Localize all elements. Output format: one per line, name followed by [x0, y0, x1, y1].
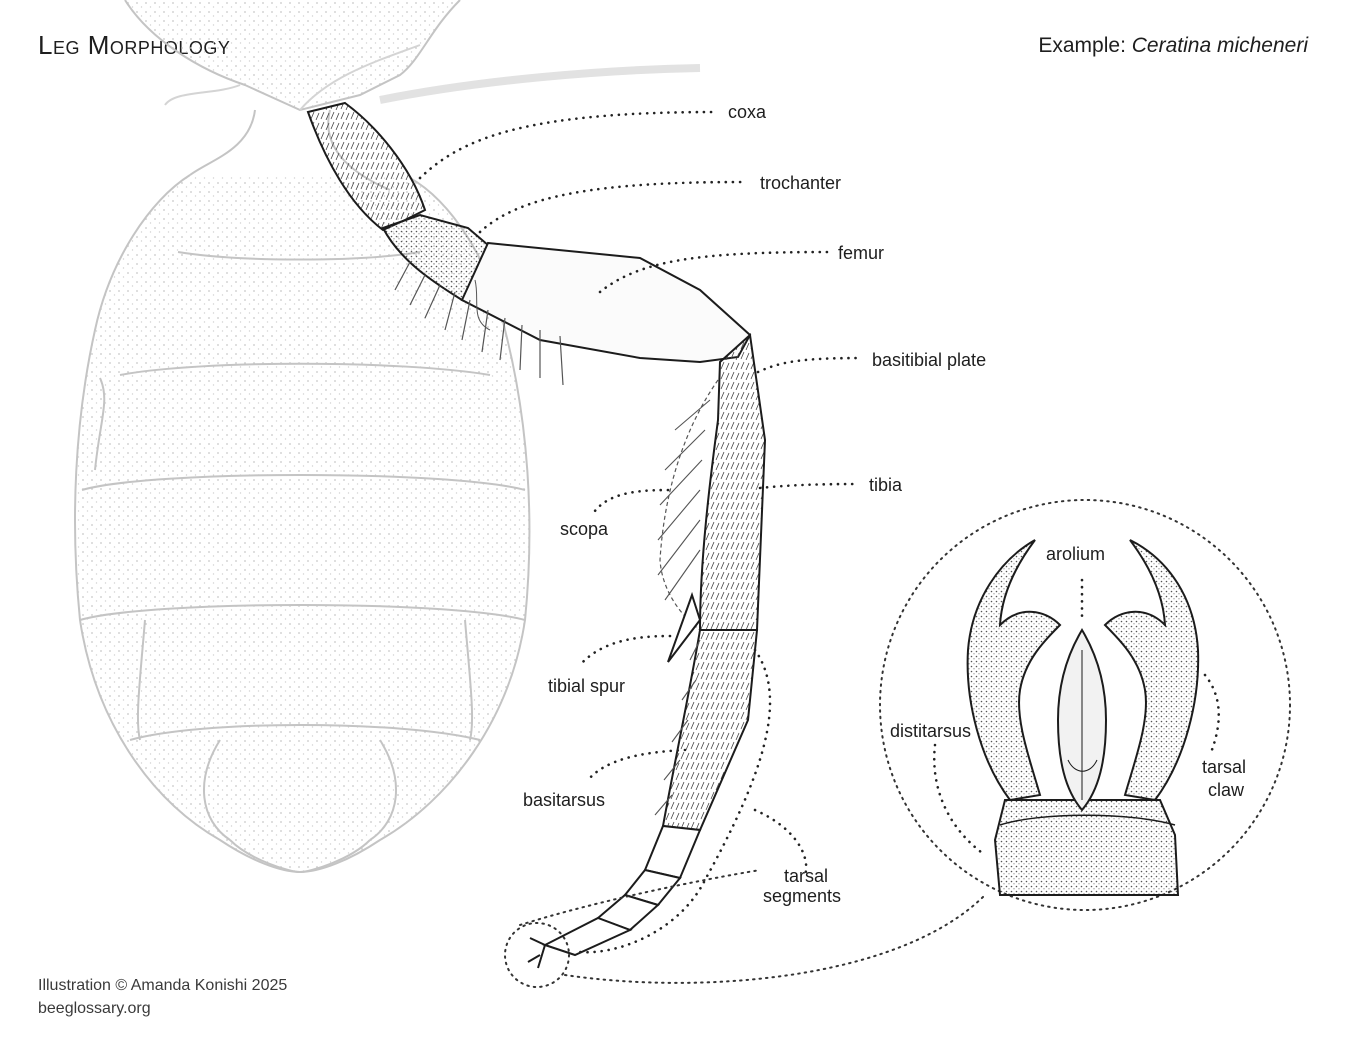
species-example: Example: Ceratina micheneri	[1038, 34, 1308, 58]
large-zoom-circle	[879, 499, 1291, 911]
label-tibia: tibia	[869, 475, 903, 495]
label-scopa: scopa	[560, 519, 609, 539]
site-link[interactable]: beeglossary.org	[38, 1000, 151, 1017]
small-zoom-circle	[504, 922, 570, 988]
label-basitibial-plate: basitibial plate	[872, 350, 986, 370]
tarsomere-2	[643, 824, 702, 880]
bee-body-outline	[74, 0, 701, 874]
label-tarsal-claw-line2: claw	[1208, 780, 1245, 800]
label-trochanter: trochanter	[760, 173, 841, 193]
label-coxa: coxa	[728, 102, 767, 122]
tibial-spur-shape	[667, 591, 702, 663]
label-arolium: arolium	[1046, 544, 1105, 564]
label-femur: femur	[838, 243, 884, 263]
coxa-segment	[306, 101, 427, 232]
hind-leg	[306, 101, 767, 969]
leader-lines	[418, 110, 1221, 954]
zoom-callout	[504, 499, 1291, 988]
label-distitarsus: distitarsus	[890, 721, 971, 741]
credit-line: Illustration © Amanda Konishi 2025	[38, 977, 288, 994]
femur-segment	[460, 241, 752, 364]
claw-small	[527, 937, 546, 969]
example-species: Ceratina micheneri	[1131, 34, 1308, 57]
label-basitarsus: basitarsus	[523, 790, 605, 810]
label-tibial-spur: tibial spur	[548, 676, 625, 696]
label-tarsal-segments-line1: tarsal	[784, 866, 828, 886]
example-prefix: Example:	[1038, 34, 1126, 57]
distitarsus-small	[542, 916, 633, 957]
label-tarsal-claw-line1: tarsal	[1202, 757, 1246, 777]
basitarsus-segment	[661, 629, 759, 832]
tibia-segment	[698, 333, 767, 631]
credit-block: Illustration © Amanda Konishi 2025 beegl…	[38, 974, 287, 1020]
claw-detail	[966, 539, 1200, 896]
label-tarsal-segments-line2: segments	[763, 886, 841, 906]
